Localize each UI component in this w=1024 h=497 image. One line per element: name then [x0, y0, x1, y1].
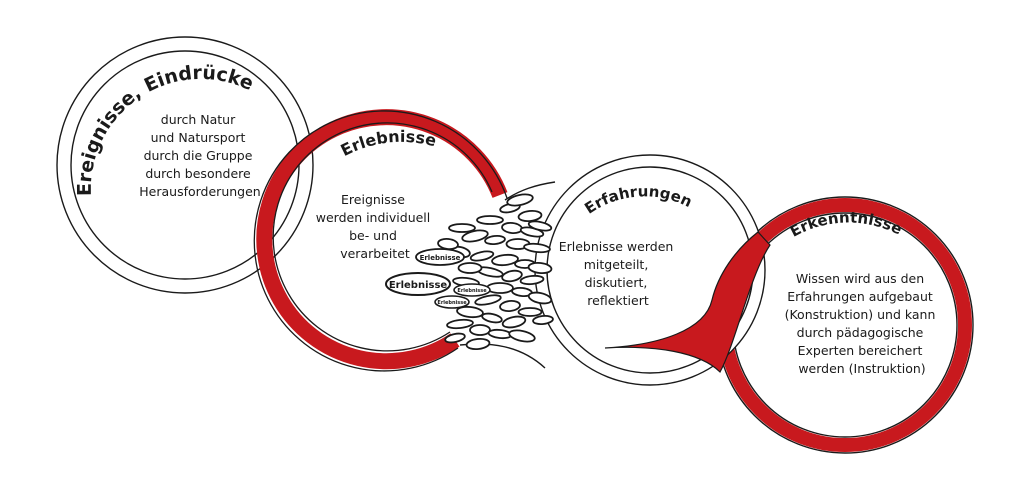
labelled-bubble [453, 283, 491, 297]
bubble [517, 209, 543, 223]
bubble [457, 262, 483, 274]
bubble [499, 300, 521, 312]
ring-erlebnisse-inner-edge [272, 122, 493, 352]
bubble [519, 274, 545, 286]
bubble [476, 215, 504, 225]
body-erkenntnisse: Wissen wird aus den Erfahrungen aufgebau… [785, 271, 940, 376]
title-erlebnisse: Erlebnisse [338, 127, 439, 160]
bubble [465, 337, 491, 351]
bubble [486, 282, 514, 294]
bubble [527, 261, 553, 275]
bubble [469, 250, 495, 262]
labelled-bubble [434, 295, 470, 309]
bubble [527, 291, 553, 305]
body-ereignisse: durch Natur und Natursport durch die Gru… [139, 112, 260, 199]
bubble [448, 223, 476, 233]
bubble [491, 253, 519, 267]
circle-erfahrungen [534, 154, 771, 386]
body-erlebnisse: Ereignisse werden individuell be- und ve… [316, 192, 435, 261]
red-funnel [604, 231, 771, 373]
bubble [501, 315, 527, 329]
bubble [456, 305, 484, 319]
bubble [532, 314, 554, 326]
bubble [469, 324, 491, 336]
bubble [444, 332, 466, 344]
circle-ereignisse [56, 36, 314, 294]
circle-erlebnisse [253, 109, 508, 372]
ring-erlebnisse [256, 109, 508, 370]
bubble [481, 312, 503, 324]
circle-erkenntnisse [716, 196, 974, 454]
bubble [474, 294, 502, 306]
bubble [527, 220, 553, 232]
bubble [501, 222, 523, 234]
bubble [484, 234, 506, 246]
body-erfahrungen: Erlebnisse werden mitgeteilt, diskutiert… [559, 239, 678, 308]
bubble [506, 193, 534, 207]
labelled-bubbles: Erlebnisse Erlebnisse Erlebnisse Erlebni… [385, 248, 491, 309]
bubble [517, 307, 543, 317]
neck-top [504, 181, 556, 201]
bubble [523, 242, 551, 254]
labelled-bubble [415, 248, 465, 266]
bubble [487, 328, 513, 340]
bubble [508, 329, 536, 343]
bubble-label: Erlebnisse [420, 254, 461, 262]
bubble-label: Erlebnisse [389, 280, 448, 291]
labelled-bubble [385, 272, 451, 296]
bubble [461, 229, 489, 243]
ring-erlebnisse-outer-edge [253, 110, 508, 372]
bubble [501, 269, 523, 283]
bubble-cloud [437, 193, 554, 351]
bubble-label: Erlebnisse [437, 300, 467, 306]
bubble-label: Erlebnisse [457, 288, 487, 294]
bubble [446, 318, 474, 330]
